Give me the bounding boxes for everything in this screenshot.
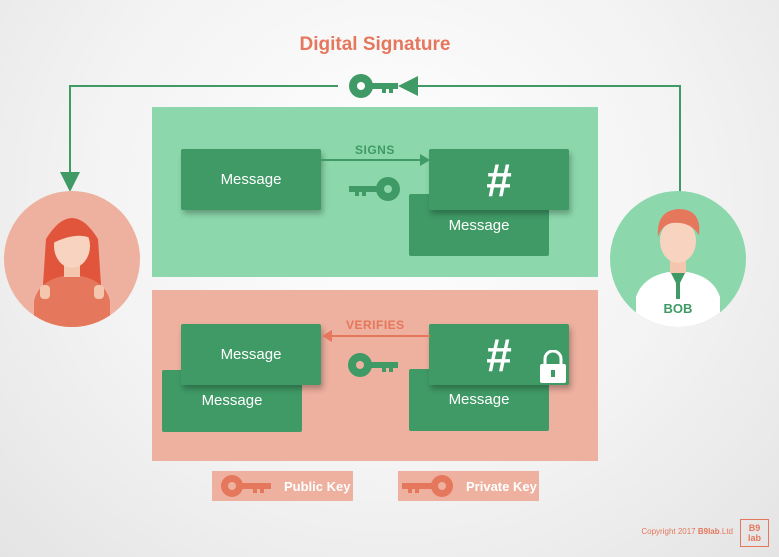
key-to-alice-line bbox=[60, 85, 338, 192]
legend-public-key-icon bbox=[221, 475, 271, 497]
bob-label: BOB bbox=[663, 301, 693, 316]
lock-icon bbox=[540, 350, 566, 383]
legend-private-key: Private Key bbox=[398, 471, 539, 501]
signs-label: SIGNS bbox=[355, 143, 395, 157]
verify-arrow bbox=[322, 330, 430, 342]
sign-arrow bbox=[320, 154, 430, 166]
page-title: Digital Signature bbox=[299, 34, 451, 55]
result-message-front-box: Message bbox=[181, 324, 321, 385]
b9lab-logo: B9 lab bbox=[740, 519, 769, 547]
legend-private-key-icon bbox=[402, 475, 453, 497]
verify-signed-message-label: Message bbox=[448, 391, 510, 408]
public-key-icon bbox=[348, 353, 398, 377]
bob-figure-icon bbox=[636, 209, 720, 327]
source-message-label: Message bbox=[220, 171, 282, 188]
alice-label: ALICE bbox=[52, 300, 92, 315]
result-message-front-label: Message bbox=[220, 346, 282, 363]
logo-bottom: lab bbox=[747, 533, 761, 543]
hash-symbol: # bbox=[486, 153, 512, 206]
alice-avatar: ALICE bbox=[4, 191, 140, 327]
legend-public-key-label: Public Key bbox=[284, 478, 351, 494]
hash-box-sign: # bbox=[429, 149, 569, 210]
copyright-suffix: .Ltd bbox=[719, 527, 733, 536]
key-icon bbox=[349, 74, 398, 98]
copyright: Copyright 2017 B9lab.Ltd bbox=[641, 527, 733, 536]
legend-private-key-label: Private Key bbox=[466, 478, 537, 494]
alice-figure-icon bbox=[34, 218, 110, 327]
copyright-brand: B9lab bbox=[697, 527, 720, 536]
legend-public-key: Public Key bbox=[212, 471, 353, 501]
source-message-box: Message bbox=[181, 149, 321, 210]
verifies-label: VERIFIES bbox=[346, 318, 405, 332]
private-key-icon bbox=[349, 177, 400, 201]
bob-to-key-line bbox=[398, 76, 681, 192]
bob-avatar: BOB bbox=[610, 191, 746, 327]
copyright-prefix: Copyright 2017 bbox=[641, 527, 698, 536]
signed-message-label: Message bbox=[448, 217, 510, 234]
verify-hash-symbol: # bbox=[486, 328, 512, 381]
logo-top: B9 bbox=[748, 523, 761, 533]
result-message-back-label: Message bbox=[201, 392, 263, 409]
